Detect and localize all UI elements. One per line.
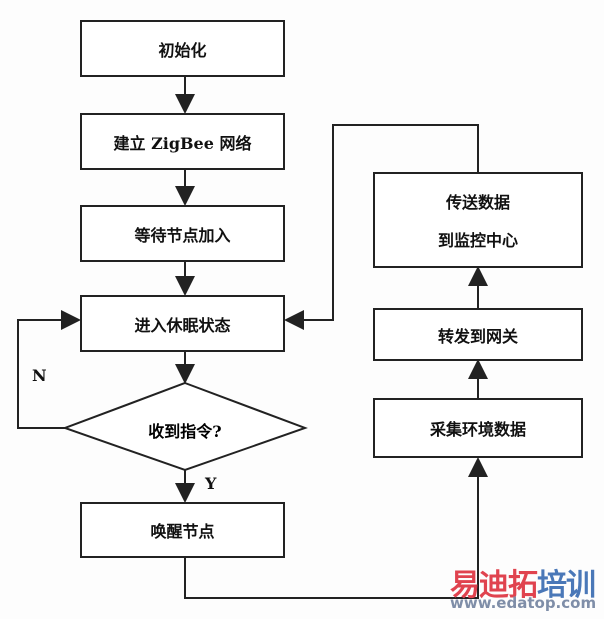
init-label: 初始化 — [158, 40, 207, 60]
send-data-box: 传送数据到监控中心 — [373, 172, 583, 268]
wake-box: 唤醒节点 — [80, 502, 285, 558]
no-label: N — [32, 366, 47, 385]
loop-no — [17, 310, 81, 429]
wait-join-box: 等待节点加入 — [80, 205, 285, 262]
watermark-logo: 易迪拓培训 — [450, 560, 596, 604]
wait-join-label: 等待节点加入 — [134, 225, 231, 245]
decision-label: 收到指令? — [148, 422, 222, 441]
forward-label: 转发到网关 — [437, 326, 518, 346]
decision-diamond — [62, 381, 308, 472]
collect-box: 采集环境数据 — [373, 398, 583, 458]
build-network-box: 建立 ZigBee 网络 — [80, 113, 285, 170]
sleep-label: 进入休眠状态 — [134, 315, 231, 335]
watermark-url: www.edatop.com — [450, 594, 597, 612]
watermark-part1: 易迪拓 — [450, 568, 538, 603]
arrow-send-sleep — [284, 124, 479, 330]
collect-label: 采集环境数据 — [429, 420, 526, 439]
init-box: 初始化 — [80, 20, 285, 77]
arrow-wake-collect — [184, 457, 488, 599]
send-data-label-2: 到监控中心 — [437, 231, 518, 250]
send-data-label-1: 传送数据 — [445, 193, 510, 212]
forward-box: 转发到网关 — [373, 308, 583, 361]
wake-label: 唤醒节点 — [150, 522, 215, 541]
sleep-box: 进入休眠状态 — [80, 295, 285, 352]
build-network-label: 建立 ZigBee 网络 — [113, 133, 252, 153]
yes-label: Y — [205, 474, 217, 493]
watermark-part2: 培训 — [537, 568, 596, 603]
